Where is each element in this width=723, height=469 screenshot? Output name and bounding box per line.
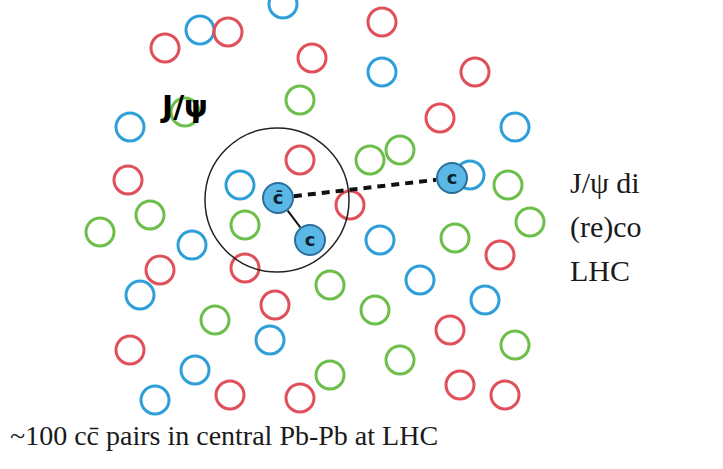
medium-circle bbox=[269, 0, 297, 18]
medium-circle bbox=[368, 8, 396, 36]
medium-circle bbox=[116, 113, 144, 141]
medium-circle bbox=[126, 281, 154, 309]
medium-circle bbox=[426, 104, 454, 132]
medium-circle bbox=[214, 18, 242, 46]
quark-symbol: c̄ bbox=[273, 189, 284, 207]
caption-fragment: J/ψ di bbox=[570, 166, 640, 200]
medium-circle bbox=[116, 336, 144, 364]
quark-symbol: c bbox=[305, 231, 316, 249]
quark-circle: c bbox=[294, 224, 326, 256]
quark-circle: c bbox=[436, 162, 468, 194]
bound-link bbox=[288, 211, 301, 228]
medium-circle bbox=[298, 44, 326, 72]
medium-circle bbox=[114, 166, 142, 194]
separated-link bbox=[294, 180, 436, 196]
medium-circle bbox=[368, 58, 396, 86]
medium-circle bbox=[286, 146, 314, 174]
medium-circle bbox=[146, 256, 174, 284]
medium-circle bbox=[446, 371, 474, 399]
caption-text: ~100 cc̄ pairs in central Pb-Pb at LHC bbox=[10, 420, 438, 452]
quark-symbol: c bbox=[447, 169, 458, 187]
medium-circle bbox=[186, 16, 214, 44]
medium-circle bbox=[461, 58, 489, 86]
medium-circle bbox=[141, 386, 169, 414]
medium-circle bbox=[181, 356, 209, 384]
medium-circle bbox=[201, 306, 229, 334]
meson-region: J/ψc̄c bbox=[204, 127, 350, 273]
medium-circle bbox=[501, 331, 529, 359]
medium-circle bbox=[216, 381, 244, 409]
meson-label: J/ψ bbox=[162, 89, 208, 124]
medium-circle bbox=[486, 241, 514, 269]
caption-fragment: (re)co bbox=[570, 210, 642, 244]
medium-circle bbox=[361, 296, 389, 324]
medium-circle bbox=[256, 326, 284, 354]
caption-fragment: LHC bbox=[570, 254, 630, 288]
medium-circle bbox=[491, 381, 519, 409]
medium-circle bbox=[356, 146, 384, 174]
medium-circle bbox=[151, 34, 179, 62]
medium-circle bbox=[286, 86, 314, 114]
medium-circle bbox=[336, 191, 364, 219]
medium-circle bbox=[178, 231, 206, 259]
medium-circle bbox=[436, 316, 464, 344]
medium-circle bbox=[231, 211, 259, 239]
medium-circle bbox=[386, 346, 414, 374]
medium-circle bbox=[286, 384, 314, 412]
medium-circle bbox=[316, 271, 344, 299]
medium-circle bbox=[366, 226, 394, 254]
medium-circle bbox=[516, 208, 544, 236]
medium-circle bbox=[386, 136, 414, 164]
medium-circle bbox=[441, 224, 469, 252]
medium-circle bbox=[86, 218, 114, 246]
quark-circle: c̄ bbox=[262, 182, 294, 214]
medium-circle bbox=[471, 286, 499, 314]
medium-circle bbox=[406, 266, 434, 294]
medium-circle bbox=[501, 113, 529, 141]
medium-circle bbox=[136, 201, 164, 229]
medium-circle bbox=[494, 171, 522, 199]
medium-circle bbox=[226, 171, 254, 199]
medium-circle bbox=[261, 291, 289, 319]
medium-circle bbox=[316, 361, 344, 389]
